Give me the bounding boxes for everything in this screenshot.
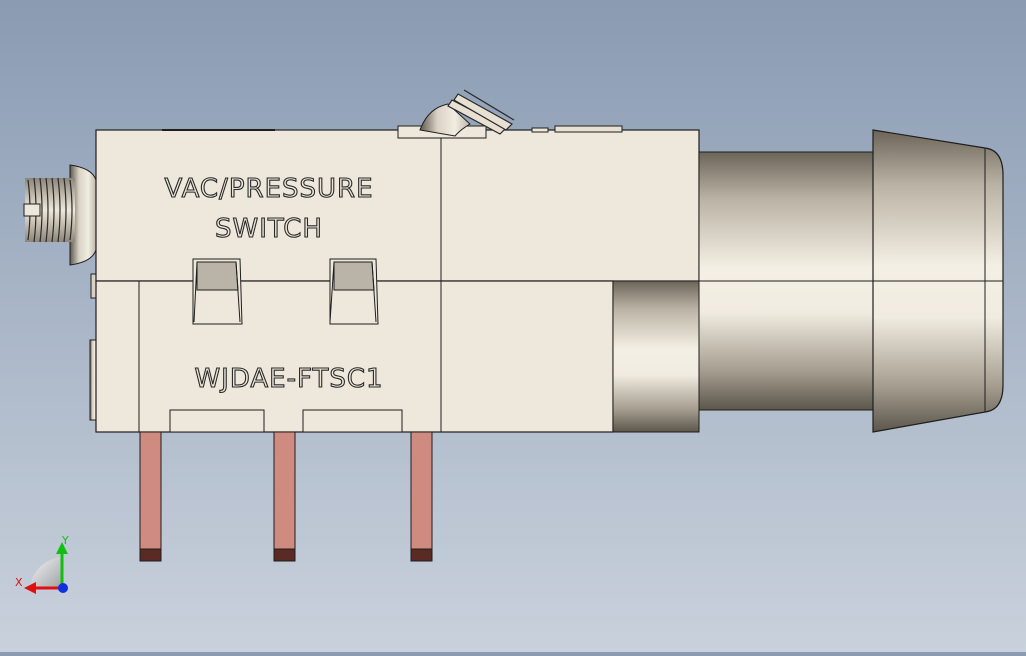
nozzle-neck [698, 151, 874, 411]
top-port [419, 89, 623, 137]
snap-clip-left [192, 258, 243, 325]
lower-cylinder [612, 280, 700, 433]
x-axis-arrow [24, 582, 36, 594]
nozzle-cone[interactable] [872, 129, 1004, 433]
y-axis-arrow [56, 542, 68, 554]
snap-clip-right [329, 258, 379, 325]
switch-housing[interactable] [95, 125, 700, 433]
label-line-2: SWITCH [215, 214, 323, 244]
orientation-triad[interactable]: Y X [15, 534, 69, 594]
part-number-label: WJDAE-FTSC1 [194, 364, 383, 394]
z-axis-dot [58, 583, 68, 593]
y-axis-label: Y [61, 534, 69, 547]
label-line-1: VAC/PRESSURE [164, 174, 373, 204]
x-axis-label: X [15, 576, 23, 589]
terminal-pin[interactable] [273, 431, 296, 562]
terminal-pin[interactable] [410, 431, 433, 562]
threaded-fitting[interactable] [23, 164, 97, 266]
terminal-pin[interactable] [139, 431, 162, 562]
